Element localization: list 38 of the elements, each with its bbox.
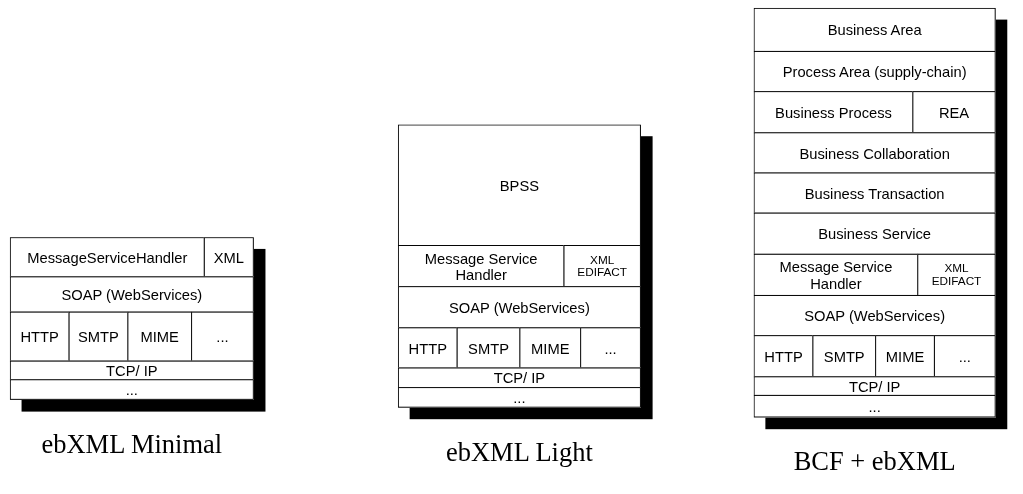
layer-cell: SOAP (WebServices) <box>753 295 996 337</box>
layer-cell: SOAP (WebServices) <box>9 276 254 313</box>
layer-cell: Message Service Handler <box>753 253 919 296</box>
layer-cell: ... <box>753 394 996 418</box>
layer-cell: Business Area <box>753 7 996 52</box>
layer-cell: HTTP <box>9 311 70 362</box>
layer-cell: XML <box>203 237 254 278</box>
layer-cell: TCP/ IP <box>397 367 641 389</box>
layer-cell: Message Service Handler <box>397 245 565 288</box>
layer-cell: Business Service <box>753 212 996 255</box>
layer-cell: ... <box>397 387 641 408</box>
layer-cell: Business Collaboration <box>753 132 996 174</box>
layer-cell: SMTP <box>68 311 129 362</box>
layer-cell: SOAP (WebServices) <box>397 286 641 329</box>
layer-cell: Business Process <box>753 91 914 134</box>
layer-cell: HTTP <box>397 327 458 369</box>
layer-cell: MIME <box>875 335 935 378</box>
layer-cell: XML EDIFACT <box>917 253 996 296</box>
layer-cell: MIME <box>519 327 582 369</box>
layer-cell: ... <box>191 311 254 362</box>
layer-cell: REA <box>912 91 996 134</box>
stack-caption: BCF + ebXML <box>792 446 957 478</box>
layer-cell: TCP/ IP <box>9 360 254 381</box>
layer-cell: XML EDIFACT <box>563 245 641 288</box>
layer-cell: HTTP <box>753 335 814 378</box>
layer-cell: ... <box>933 335 996 378</box>
layer-cell: ... <box>9 379 254 400</box>
layer-cell: ... <box>580 327 641 369</box>
layer-cell: Business Transaction <box>753 172 996 214</box>
stack-caption: ebXML Minimal <box>40 429 224 460</box>
layer-cell: MessageServiceHandler <box>9 237 205 278</box>
layer-cell: SMTP <box>812 335 877 378</box>
layer-cell: MIME <box>127 311 193 362</box>
stack-caption: ebXML Light <box>445 437 594 468</box>
layer-cell: TCP/ IP <box>753 376 996 396</box>
layer-cell: SMTP <box>456 327 521 369</box>
layer-cell: BPSS <box>397 124 641 246</box>
layer-cell: Process Area (supply-chain) <box>753 50 996 93</box>
